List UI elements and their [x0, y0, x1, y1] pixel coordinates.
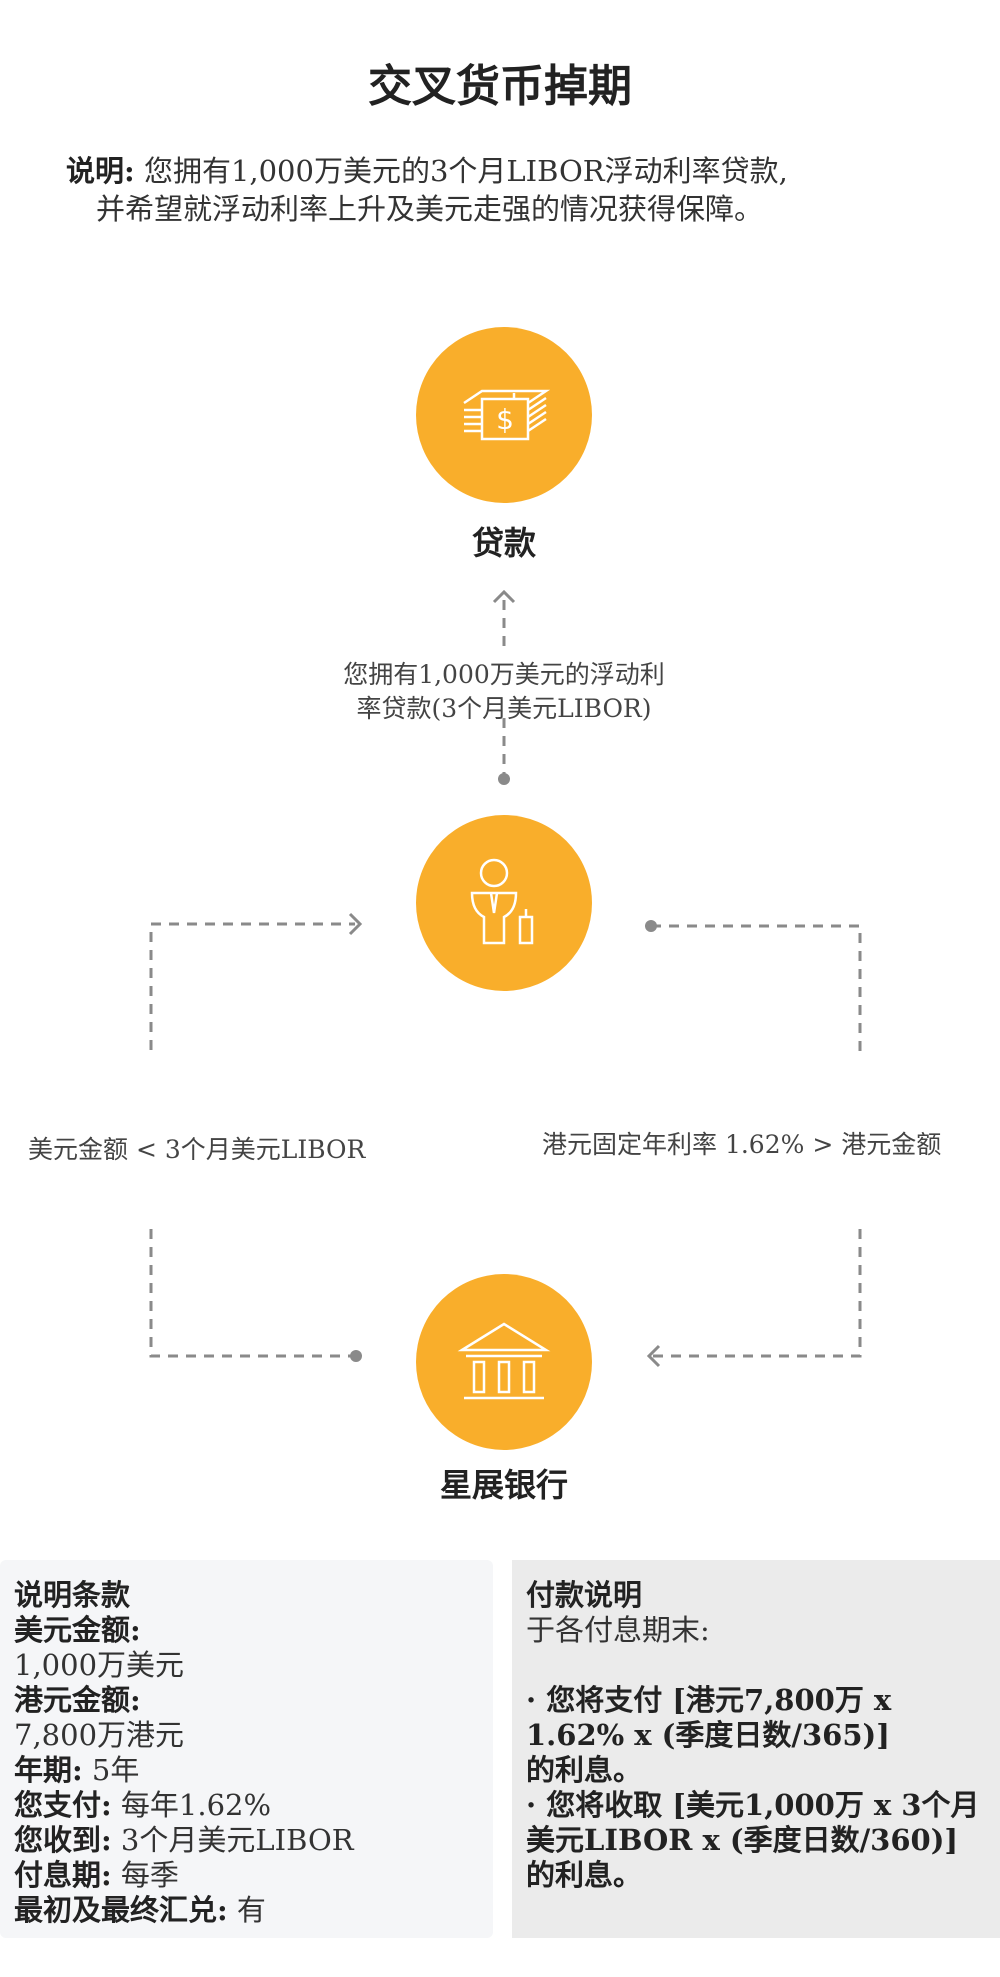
description-line2: 并希望就浮动利率上升及美元走强的情况获得保障。 [96, 192, 764, 226]
right-flow-text: 港元固定年利率 1.62% > 港元金额 [542, 1130, 942, 1159]
terms-heading: 说明条款 [14, 1578, 131, 1612]
loan-flow-line2: 率贷款(3个月美元LIBOR) [356, 694, 652, 723]
money-stack-icon: $ [463, 389, 551, 441]
right-connector-bottom [652, 1229, 862, 1358]
loan-label: 贷款 [471, 524, 536, 562]
frequency-value: 每季 [111, 1858, 179, 1892]
arrow-left-icon [646, 1344, 661, 1368]
receive-value: 3个月美元LIBOR [111, 1823, 354, 1857]
payment-intro: 于各付息期末: [526, 1613, 710, 1647]
left-flow-text: 美元金额 < 3个月美元LIBOR [28, 1135, 366, 1164]
loan-flow-line1: 您拥有1,000万美元的浮动利 [343, 660, 665, 689]
receive-label: 您收到: [14, 1823, 112, 1857]
payment-panel: 付款说明 于各付息期末: · 您将支付 [港元7,800万 x 1.62% x … [512, 1560, 1000, 1938]
loan-node: $ [416, 327, 592, 503]
description-label: 说明: [66, 154, 135, 188]
usd-amount-label: 美元金额: [14, 1613, 141, 1647]
pay-label: 您支付: [14, 1788, 112, 1822]
svg-text:$: $ [496, 403, 514, 436]
right-connector-top [651, 924, 862, 1057]
description-line1: 您拥有1,000万美元的3个月LIBOR浮动利率贷款, [143, 154, 788, 188]
pay-value: 每年1.62% [111, 1788, 272, 1822]
arrow-up-icon [492, 589, 516, 604]
arrow-right-icon [348, 912, 363, 936]
left-connector-top [149, 922, 355, 1050]
description: 说明: 您拥有1,000万美元的3个月LIBOR浮动利率贷款, 并希望就浮动利率… [66, 152, 946, 228]
businessman-icon [470, 858, 534, 945]
terms-panel: 说明条款 美元金额: 1,000万美元 港元金额: 7,800万港元 年期: 5… [0, 1560, 493, 1938]
bank-label: 星展银行 [439, 1466, 568, 1504]
connector-dot [498, 773, 510, 785]
client-node [416, 815, 592, 991]
bank-icon [457, 1322, 551, 1400]
connector-dot [350, 1350, 362, 1362]
flow-connectors [149, 589, 862, 1368]
payment-heading: 付款说明 [526, 1578, 643, 1612]
tenor-value: 5年 [82, 1753, 140, 1787]
payment-pay-item: · 您将支付 [港元7,800万 x 1.62% x (季度日数/365)]的利… [526, 1683, 892, 1787]
loan-flow-text: 您拥有1,000万美元的浮动利 率贷款(3个月美元LIBOR) [300, 658, 708, 726]
usd-amount-value: 1,000万美元 [14, 1648, 185, 1682]
connector-dot [645, 920, 657, 932]
bank-node [416, 1274, 592, 1450]
exchange-label: 最初及最终汇兑: [14, 1893, 228, 1927]
frequency-label: 付息期: [14, 1858, 112, 1892]
page-title: 交叉货币掉期 [368, 61, 632, 112]
hkd-amount-value: 7,800万港元 [14, 1718, 185, 1752]
tenor-label: 年期: [14, 1753, 83, 1787]
left-connector-bottom [149, 1229, 356, 1358]
hkd-amount-label: 港元金额: [14, 1683, 141, 1717]
payment-receive-item: · 您将收取 [美元1,000万 x 3个月美元LIBOR x (季度日数/36… [526, 1788, 980, 1892]
exchange-value: 有 [227, 1893, 266, 1927]
